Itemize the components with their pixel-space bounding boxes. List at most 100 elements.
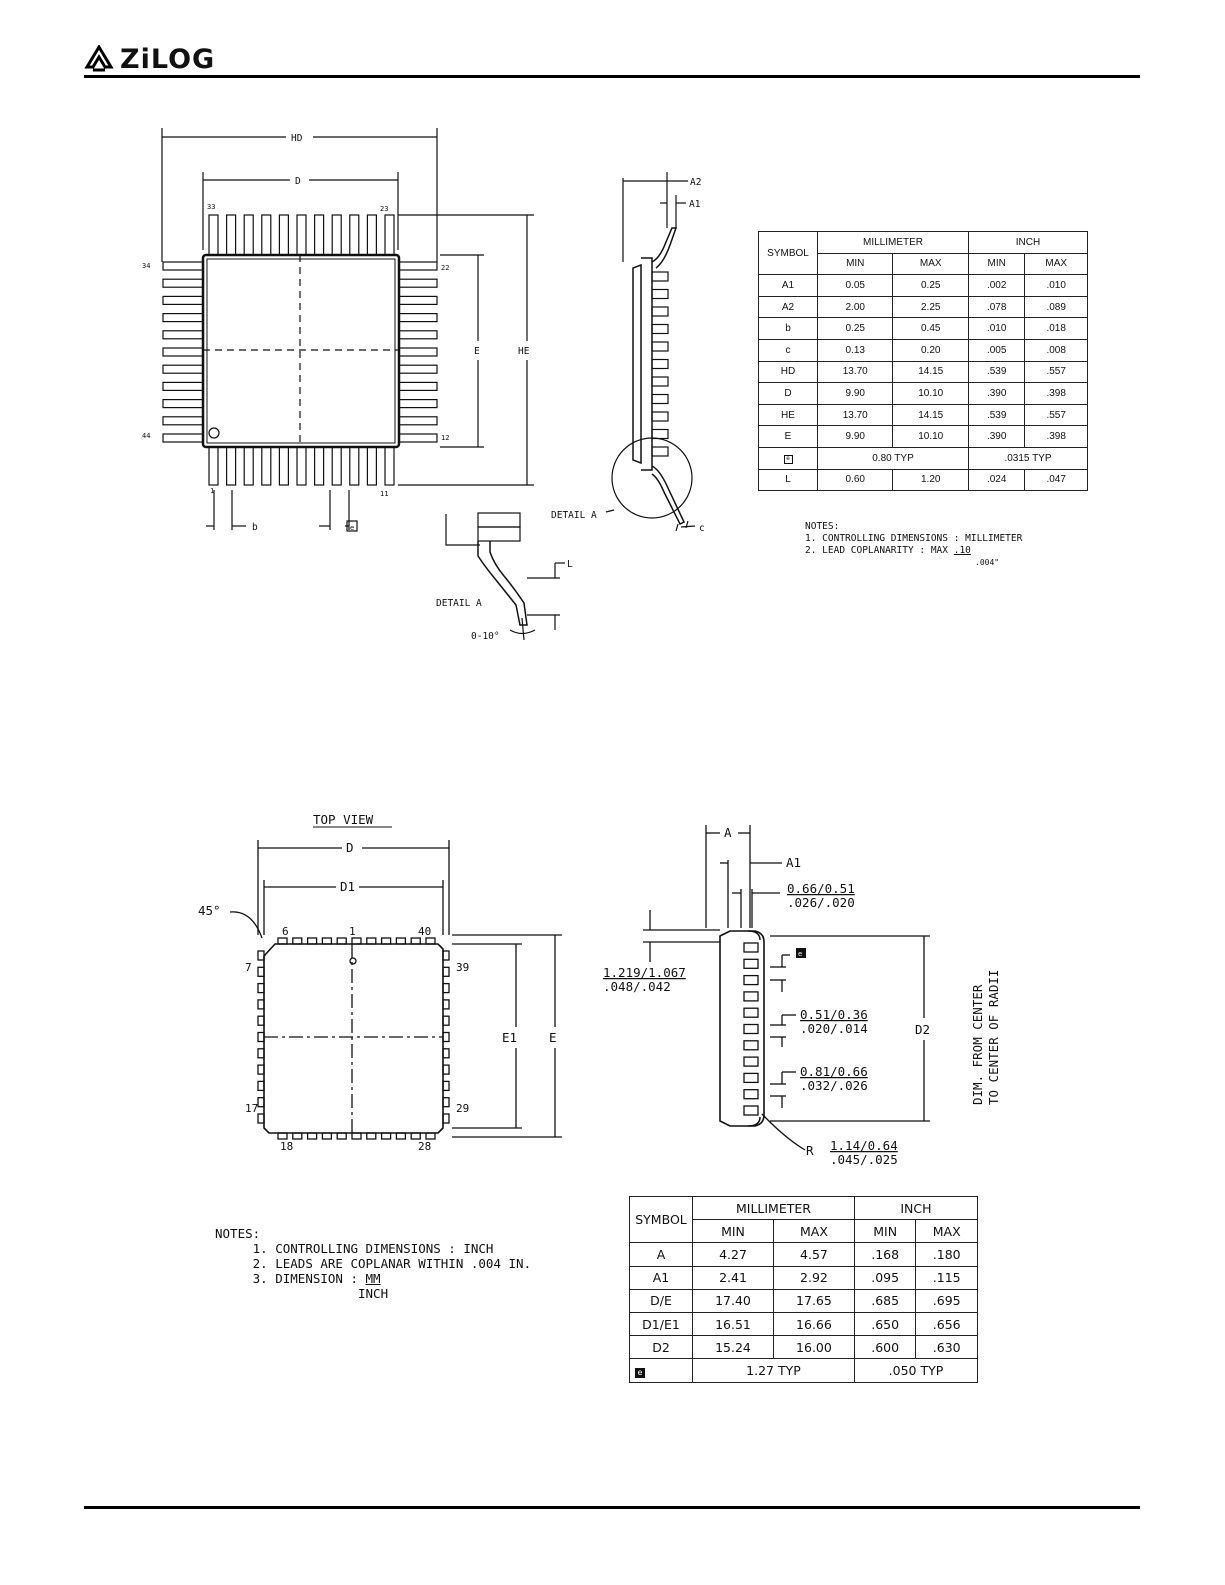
plcc-lead	[442, 1048, 450, 1059]
pin1-marker	[208, 427, 220, 439]
hdr-inch: INCH	[968, 231, 1088, 254]
label-d2: D2	[915, 1022, 930, 1037]
cell: 16.51	[692, 1311, 774, 1337]
logo-text: ZiLOG	[120, 43, 216, 75]
plcc-lead	[306, 1132, 318, 1140]
cell: .600	[853, 1335, 917, 1360]
cell: .695	[915, 1288, 978, 1313]
qfp-lead	[331, 446, 342, 486]
plcc-lead	[442, 1015, 450, 1026]
plcc-lead	[292, 937, 303, 945]
hdr-min: MIN	[692, 1219, 774, 1244]
footer-rule	[84, 1506, 1140, 1509]
pin-1: 1	[210, 487, 214, 495]
label-r: R	[806, 1143, 814, 1158]
dim-note-2: TO CENTER OF RADII	[986, 970, 1001, 1105]
plcc-side-lead	[743, 1040, 759, 1051]
plcc-body	[263, 943, 444, 1134]
cell: .078	[967, 295, 1026, 319]
cell: 13.70	[816, 360, 894, 384]
plcc-lead	[366, 937, 377, 945]
label-top-view: TOP VIEW	[313, 812, 374, 827]
plcc-side-lead	[743, 991, 759, 1002]
plcc-lead	[380, 937, 392, 945]
cell: 13.70	[816, 403, 894, 427]
cell: D1/E1	[629, 1311, 693, 1337]
qfp-lead	[162, 416, 204, 426]
cell: 2.41	[692, 1265, 774, 1290]
plcc-lead	[257, 999, 265, 1010]
cell: .398	[1024, 425, 1088, 448]
table-row: e 0.80 TYP .0315 TYP	[758, 446, 1088, 470]
hdr-mm: MILLIMETER	[817, 231, 969, 254]
pin-12: 12	[441, 434, 449, 442]
dim-048: .048/.042	[603, 979, 671, 994]
pin-23: 23	[380, 205, 388, 213]
plcc-lead	[292, 1132, 303, 1140]
plcc-lead	[336, 1132, 347, 1140]
label-he: HE	[518, 346, 530, 357]
dim-045: .045/.025	[830, 1152, 898, 1167]
qfp-lead	[398, 295, 438, 305]
qfp-lead	[296, 446, 307, 486]
cell: 1.20	[892, 468, 969, 492]
cell: .539	[967, 360, 1026, 384]
label-d: D	[295, 176, 301, 187]
plcc-lead	[442, 1113, 450, 1124]
plcc-lead	[257, 1015, 265, 1026]
qfp-lead	[162, 364, 204, 374]
plcc-lead	[257, 1080, 265, 1092]
cell: 2.92	[772, 1265, 855, 1290]
pin-39: 39	[456, 961, 469, 974]
dim-032: .032/.026	[800, 1078, 868, 1093]
qfp-lead	[162, 330, 204, 340]
hdr-inch: INCH	[853, 1195, 979, 1221]
cell: .168	[853, 1242, 917, 1267]
qfp-lead	[162, 433, 204, 443]
cell: .008	[1024, 338, 1088, 362]
plcc-dimension-table: SYMBOL MILLIMETER INCH MIN MAX MIN MAX A…	[629, 1195, 979, 1383]
plcc-lead	[351, 937, 362, 945]
pin-44: 44	[142, 432, 150, 440]
plcc-lead	[277, 1132, 288, 1140]
cell: .557	[1024, 360, 1088, 384]
label-b: b	[252, 522, 258, 533]
plcc-lead	[257, 1048, 265, 1059]
cell: .390	[967, 382, 1026, 405]
pin-34: 34	[142, 262, 150, 270]
hdr-symbol: SYMBOL	[629, 1195, 693, 1244]
plcc-lead	[366, 1132, 377, 1140]
qfp-lead	[398, 278, 438, 288]
label-l: L	[567, 559, 573, 570]
cell: 0.05	[816, 274, 894, 297]
plcc-lead	[442, 966, 450, 977]
cell: A2	[758, 295, 818, 319]
cell: .685	[853, 1288, 917, 1313]
plcc-side-lead	[743, 1023, 759, 1035]
pin-1: 1	[349, 925, 356, 938]
cell: 16.66	[772, 1311, 855, 1337]
plcc-lead	[442, 1064, 450, 1075]
dim-1219: 1.219/1.067	[603, 965, 686, 980]
pin-7: 7	[245, 961, 252, 974]
cell: .024	[967, 468, 1026, 492]
pin-40: 40	[418, 925, 431, 938]
cell: .002	[967, 274, 1026, 297]
qfp-lead	[162, 261, 204, 271]
hdr-max: MAX	[915, 1219, 978, 1244]
cell: .005	[967, 338, 1026, 362]
cell: HD	[758, 360, 818, 384]
cell: 0.45	[892, 317, 969, 340]
qfp-side-lead	[651, 306, 669, 317]
qfp-lead	[162, 381, 204, 391]
cell: 2.25	[892, 295, 969, 319]
cell: .115	[915, 1265, 978, 1290]
hdr-min: MIN	[816, 252, 894, 276]
qfp-side-lead	[651, 393, 669, 405]
